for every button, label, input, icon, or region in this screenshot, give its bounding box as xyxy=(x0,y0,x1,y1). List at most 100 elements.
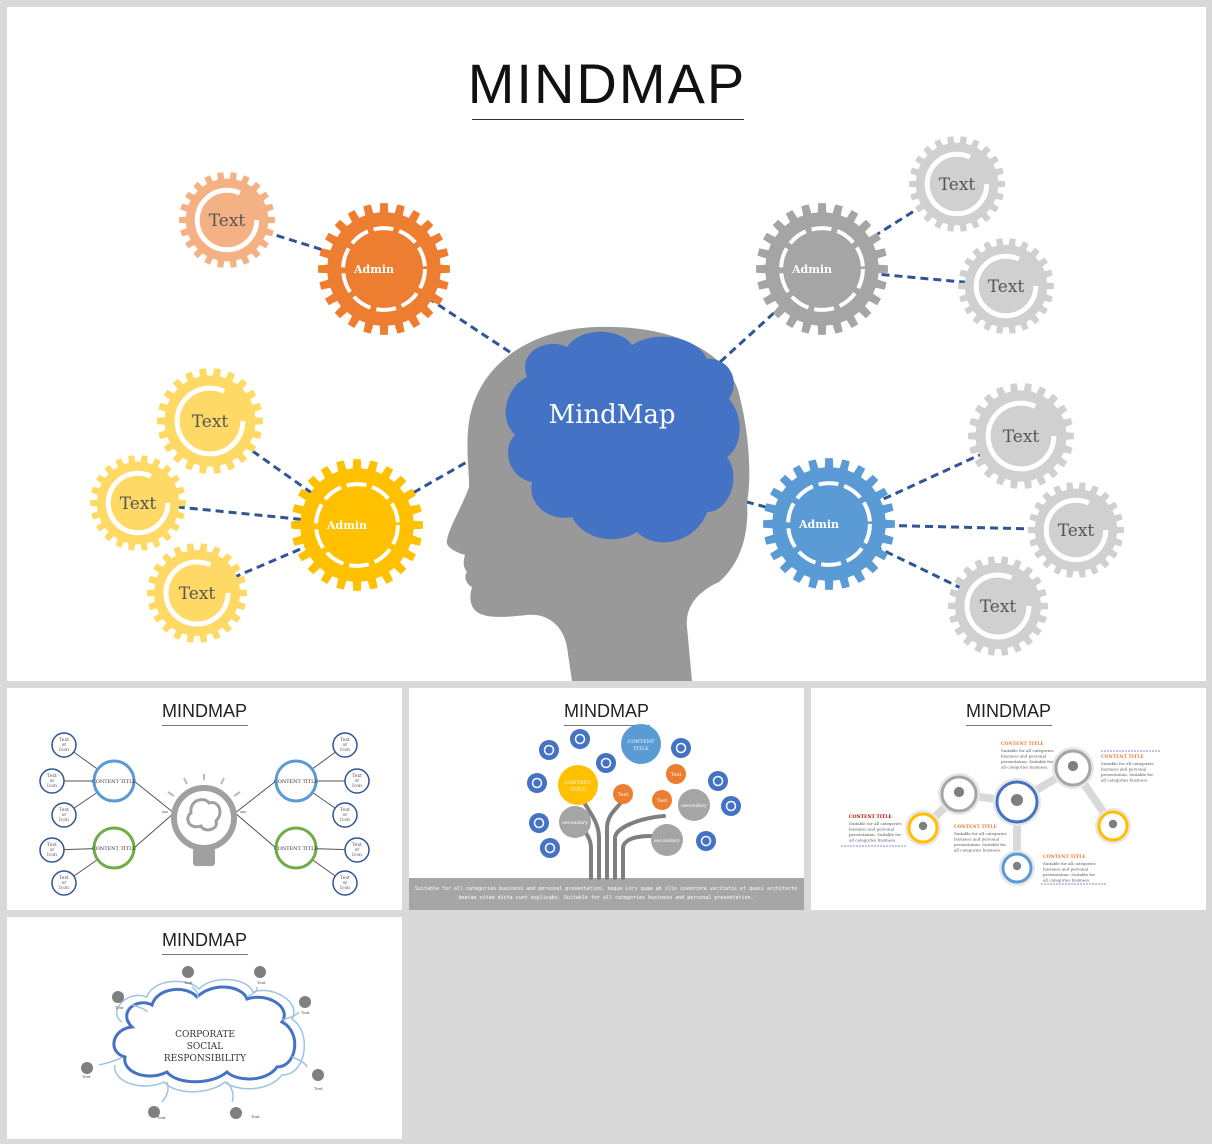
text-label: Text xyxy=(120,494,157,514)
glyph-icon xyxy=(531,777,543,789)
leaf-label: Icon xyxy=(352,783,362,789)
body-text: Suitable for all categories xyxy=(1001,748,1054,753)
leaf-label: Icon xyxy=(340,885,350,891)
admin-label: Admin xyxy=(798,518,839,531)
leaf-label: or xyxy=(50,848,56,853)
text-gear: Text xyxy=(90,455,186,551)
body-text: Suitable for all categories xyxy=(1101,761,1154,766)
content-title: CONTENT TITLE xyxy=(1101,754,1144,760)
csr-icon xyxy=(254,966,266,978)
admin-gear-yellow: Admin xyxy=(291,459,423,591)
text-label: Text xyxy=(1058,521,1095,541)
arrow-line xyxy=(191,986,199,1000)
leaf-label: or xyxy=(62,881,68,886)
leaf-node xyxy=(39,768,65,794)
leaf-node xyxy=(332,802,358,828)
title-underline xyxy=(472,119,744,120)
slide-title: MINDMAP xyxy=(467,52,747,115)
body-text: presentation. Suitable for xyxy=(954,842,1006,847)
cloud-line-2: SOCIAL xyxy=(187,1042,223,1052)
process-icon xyxy=(1011,794,1023,806)
brain-cloud xyxy=(505,331,740,543)
glyph-icon xyxy=(544,842,556,854)
body-text: all categories business. xyxy=(1101,778,1148,783)
icon-node xyxy=(708,771,728,791)
secondary-label: secondary xyxy=(681,803,707,809)
title-underline xyxy=(162,725,248,726)
body-text: Suitable for all categories xyxy=(849,821,902,826)
title-underline xyxy=(966,725,1052,726)
leaf-label: or xyxy=(355,848,361,853)
footer-text-2: beatae vitae dicta sunt explicabo. Suita… xyxy=(458,895,753,901)
leaf-label: Text xyxy=(59,737,69,743)
leaf-label: Icon xyxy=(352,852,362,858)
body-text: presentation. Suitable for xyxy=(1101,772,1153,777)
content-title-node xyxy=(274,759,318,803)
content-title-label: TITLE xyxy=(570,787,586,793)
leaf-node xyxy=(39,837,65,863)
tree-diagram: CONTENTTITLECONTENTTITLETextTextTextseco… xyxy=(409,724,804,910)
cloud-shape xyxy=(112,985,297,1084)
icon-label: Text xyxy=(314,1086,323,1091)
body-text: all categories business. xyxy=(849,838,896,843)
admin-gear-blue: Admin xyxy=(763,458,895,590)
text-gear: Text xyxy=(157,368,263,474)
leaf-label: Text xyxy=(59,875,69,881)
text-label: Text xyxy=(179,584,216,604)
leaf-label: Icon xyxy=(59,817,69,823)
csr-icon xyxy=(182,966,194,978)
mindmap-diagram: MindMap AdminAdminAdminAdminTextTextText… xyxy=(90,136,1124,681)
leaf-label: Text xyxy=(352,773,362,779)
title-underline xyxy=(162,954,248,955)
csr-icon xyxy=(81,1062,93,1074)
slide-title: MINDMAP xyxy=(162,930,247,950)
icon-label: Text xyxy=(157,1115,166,1120)
leaf-node xyxy=(332,870,358,896)
center-label: MindMap xyxy=(548,400,675,430)
icon-node xyxy=(596,753,616,773)
arrow-line xyxy=(161,1081,169,1103)
cloud-line-1: CORPORATE xyxy=(175,1030,235,1040)
csr-icon xyxy=(299,996,311,1008)
icon-label: Text xyxy=(251,1114,260,1119)
text-gear: Text xyxy=(147,543,247,643)
content-title-label: CONTENT xyxy=(565,780,593,786)
leaf-label: or xyxy=(355,779,361,784)
text-gear: Text xyxy=(179,172,275,268)
leaf-label: Text xyxy=(47,842,57,848)
text-label: Text xyxy=(980,597,1017,617)
footer-text-1: Suitable for all categories business and… xyxy=(415,886,797,892)
leaf-label: or xyxy=(62,743,68,748)
slide-title: MINDMAP xyxy=(966,701,1051,721)
glyph-icon xyxy=(533,817,545,829)
leaf-label: or xyxy=(343,743,349,748)
leaf-label: Text xyxy=(340,875,350,881)
admin-gear-gray: Admin xyxy=(756,203,888,335)
text-gear: Text xyxy=(909,136,1005,232)
content-title-node xyxy=(558,765,598,805)
glyph-icon xyxy=(675,742,687,754)
content-title: CONTENT TITLE xyxy=(1043,854,1086,860)
leaf-label: Text xyxy=(340,807,350,813)
content-title-label: TITLE xyxy=(633,746,649,752)
process-icon xyxy=(1012,861,1022,871)
content-title-node xyxy=(621,724,661,764)
arrow-line xyxy=(98,1056,123,1066)
admin-label: Admin xyxy=(326,519,367,532)
text-label: Text xyxy=(988,277,1025,297)
leaf-label: Text xyxy=(47,773,57,779)
arrow-line xyxy=(246,986,258,998)
glyph-icon xyxy=(600,757,612,769)
thumb-slide-4[interactable]: MINDMAP CORPORATE SOCIAL RESPONSIBILITY … xyxy=(7,917,402,1139)
leaf-label: Text xyxy=(59,807,69,813)
leaf-label: Icon xyxy=(59,747,69,753)
icon-node xyxy=(539,740,559,760)
cloud-line-3: RESPONSIBILITY xyxy=(164,1054,247,1064)
leaf-label: Icon xyxy=(47,852,57,858)
text-label: Text xyxy=(671,772,682,778)
